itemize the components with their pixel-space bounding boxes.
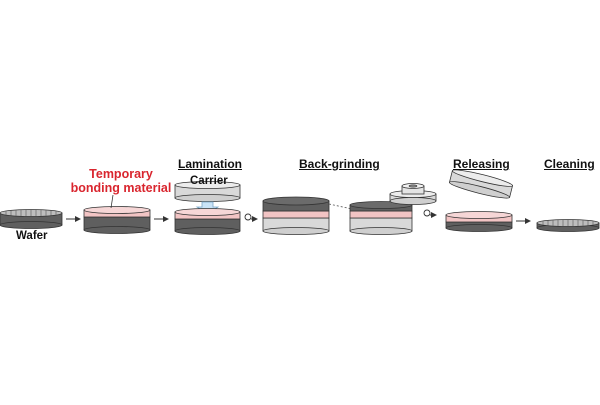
cleaned-wafer [536,219,600,232]
rotate-icon [244,213,258,222]
carrier-label: Carrier [190,175,228,187]
wafer-stage [0,209,63,229]
lamination-stage [174,181,241,235]
temporary-bonding-label: Temporary bonding material [66,167,176,195]
released-carrier [448,169,514,199]
lamination-label: Lamination [178,157,243,171]
grinding-stack [349,201,413,235]
temporary-bonding-line2: bonding material [70,181,172,195]
dotted-guide [328,203,353,210]
temporary-bonding-line1: Temporary [89,167,153,181]
pointer-line [110,194,114,209]
releasing-label: Releasing [453,157,510,171]
bonding-stage [83,206,151,234]
releasing-stack [445,211,513,232]
rotate-icon [423,209,437,218]
flipped-stack [262,196,330,235]
back-grinding-label: Back-grinding [299,157,380,171]
wafer-label: Wafer [16,230,48,242]
grinding-wheel-icon [389,183,437,205]
cleaning-label: Cleaning [544,157,595,171]
